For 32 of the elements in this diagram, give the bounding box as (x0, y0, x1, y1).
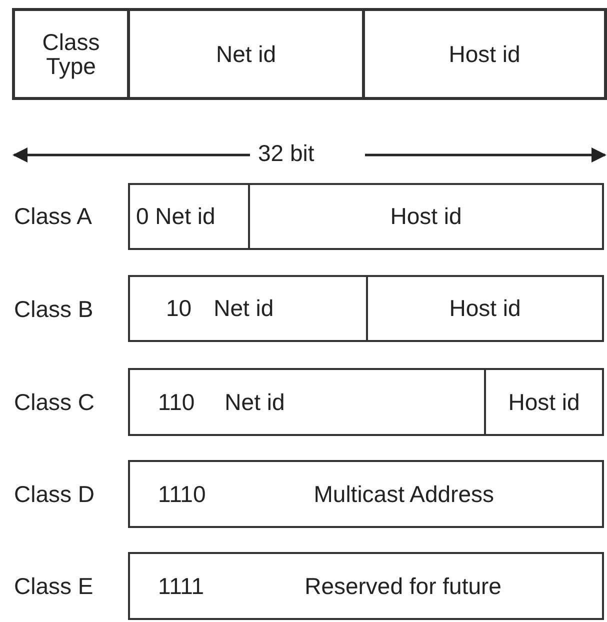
row-label: Class A (14, 203, 92, 230)
bit-prefix: 1111 (158, 574, 204, 598)
field-box (128, 368, 486, 436)
field-label: Host id (390, 204, 462, 229)
field-label: Host id (449, 296, 521, 321)
row-label: Class C (14, 389, 95, 416)
field-label: 0 Net id (136, 204, 216, 229)
dimension-label: 32 bit (258, 140, 314, 167)
field-box (128, 552, 604, 620)
bit-prefix: 1110 (158, 482, 206, 506)
field-label: Host id (508, 390, 580, 414)
bit-prefix: 110 (158, 390, 195, 414)
row-label: Class D (14, 481, 95, 508)
bit-prefix: 10 (166, 296, 192, 321)
field-label: Net id (214, 296, 274, 321)
field-box (12, 8, 130, 100)
field-box (484, 368, 604, 436)
field-label: Reserved for future (304, 574, 502, 598)
row-label: Class E (14, 573, 94, 600)
field-box (128, 275, 368, 342)
field-label: Net id (224, 390, 285, 414)
field-label: Net id (216, 42, 276, 66)
field-box (362, 8, 607, 100)
row-label: Class B (14, 296, 94, 323)
field-label: Host id (448, 42, 520, 66)
field-box (248, 183, 604, 250)
field-box (127, 8, 365, 100)
field-box (366, 275, 604, 342)
field-box (128, 183, 250, 250)
field-label: Class Type (41, 30, 101, 78)
field-label: Multicast Address (312, 482, 495, 506)
field-box (128, 460, 604, 528)
